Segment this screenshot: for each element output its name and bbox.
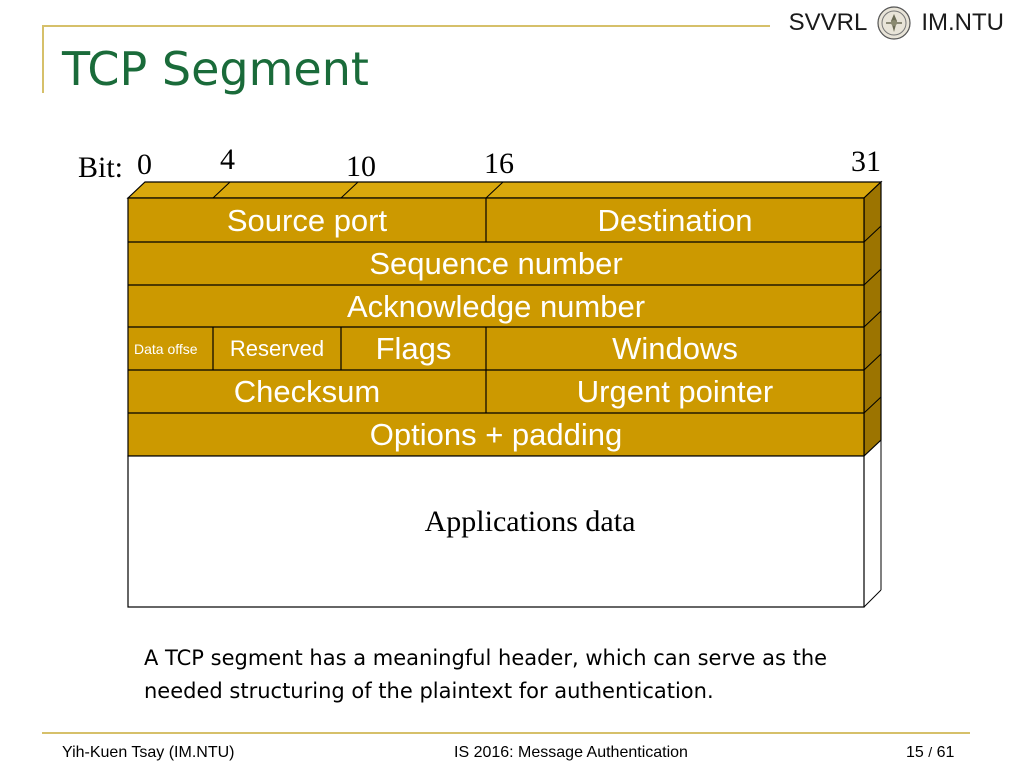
field-data-offset: Data offse bbox=[134, 341, 198, 357]
page-title: TCP Segment bbox=[62, 42, 369, 96]
school-name: IM.NTU bbox=[921, 9, 1004, 36]
field-acknowledge-number: Acknowledge number bbox=[346, 288, 646, 324]
field-source-port: Source port bbox=[226, 202, 388, 238]
field-urgent-pointer: Urgent pointer bbox=[576, 374, 774, 409]
bottom-rule bbox=[42, 732, 970, 734]
field-checksum: Checksum bbox=[233, 374, 381, 409]
left-rule bbox=[42, 25, 44, 93]
field-options-padding: Options + padding bbox=[369, 417, 623, 452]
ntu-seal-icon bbox=[877, 6, 911, 40]
side-edge-4 bbox=[863, 353, 882, 371]
header-brand: SVVRL IM.NTU bbox=[789, 5, 1004, 41]
data-area-corner-edge bbox=[863, 589, 882, 608]
footer-author: Yih-Kuen Tsay (IM.NTU) bbox=[62, 744, 235, 761]
slide-caption: A TCP segment has a meaningful header, w… bbox=[144, 646, 828, 703]
bit-position-10: 10 bbox=[346, 150, 376, 183]
lab-name: SVVRL bbox=[788, 9, 868, 36]
side-edge-2 bbox=[863, 268, 882, 286]
bit-position-4: 4 bbox=[220, 143, 235, 176]
field-reserved: Reserved bbox=[229, 336, 325, 361]
field-windows: Windows bbox=[612, 331, 738, 366]
top-tick-4 bbox=[212, 181, 231, 199]
page-number: 15 / 61 bbox=[906, 744, 954, 762]
bit-position-31: 31 bbox=[851, 145, 881, 178]
field-flags: Flags bbox=[375, 331, 452, 366]
top-tick-16 bbox=[485, 181, 504, 199]
field-destination: Destination bbox=[597, 202, 753, 238]
footer-course: IS 2016: Message Authentication bbox=[454, 744, 688, 761]
data-area bbox=[127, 455, 865, 608]
bit-position-16: 16 bbox=[484, 147, 514, 180]
applications-data-label: Applications data bbox=[424, 505, 636, 538]
page-total: 61 bbox=[936, 744, 955, 761]
header-top-face bbox=[126, 181, 883, 199]
side-edge-1 bbox=[863, 225, 882, 243]
top-tick-10 bbox=[340, 181, 359, 199]
field-sequence-number: Sequence number bbox=[369, 246, 623, 281]
top-rule bbox=[42, 25, 770, 27]
bit-position-0: 0 bbox=[137, 148, 152, 181]
side-edge-3 bbox=[863, 310, 882, 328]
side-edge-5 bbox=[863, 396, 882, 414]
bit-label: Bit: bbox=[78, 151, 124, 184]
page-current: 15 bbox=[906, 744, 924, 761]
page-separator: / bbox=[928, 744, 933, 760]
